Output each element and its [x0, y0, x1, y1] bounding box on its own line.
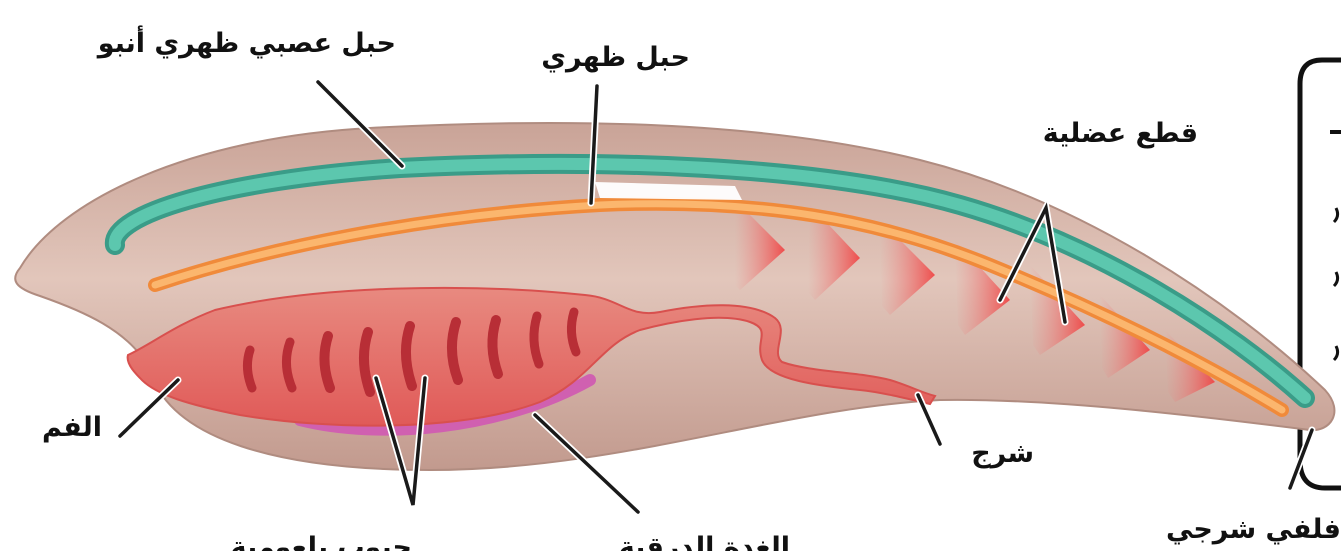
- label-thyroid-gland: الغدة الدرقية: [619, 532, 790, 551]
- pharyngeal-slit: [492, 320, 498, 374]
- label-muscle-segments: قطع عضلية: [1043, 118, 1198, 149]
- label-anus: شرج: [971, 438, 1034, 469]
- side-box-mark-3: [1334, 272, 1338, 286]
- label-notochord: حبل ظهري: [541, 42, 690, 73]
- label-dorsal-nerve-cord: حبل عصبي ظهري أنبو: [96, 25, 396, 59]
- pharyngeal-slit: [571, 312, 576, 352]
- label-pharyngeal-slits: جيوب بلعومية: [231, 532, 412, 551]
- side-box-mark-4: [1334, 346, 1338, 360]
- label-post-anal-tail: فلفي شرجي: [1166, 514, 1341, 545]
- pharyngeal-slit: [324, 336, 330, 388]
- side-box-mark-2: [1334, 208, 1338, 222]
- pharyngeal-slit: [534, 316, 539, 364]
- leader-mouth: [120, 380, 178, 436]
- side-box-mark-1: [1330, 130, 1341, 134]
- pharyngeal-slit: [247, 350, 252, 388]
- label-mouth: الفم: [42, 412, 102, 443]
